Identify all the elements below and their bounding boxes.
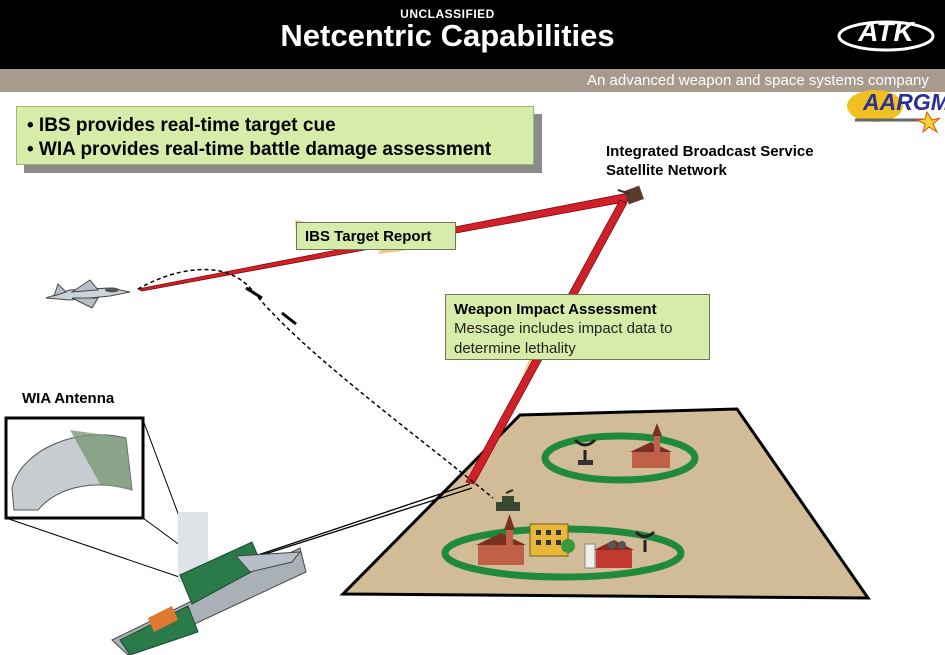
ibs-target-report-label: IBS Target Report xyxy=(296,222,456,250)
radar-site-upper xyxy=(573,438,597,465)
target-vehicle xyxy=(496,489,520,511)
atk-logo-text: ATK xyxy=(858,16,914,47)
aargm-logo: AARGM xyxy=(845,88,945,138)
wia-message-title: Weapon Impact Assessment xyxy=(454,301,657,318)
slide-title: Netcentric Capabilities xyxy=(280,18,615,53)
wia-message-line1: Message includes impact data to xyxy=(454,320,673,337)
satellite-label: Integrated Broadcast Service Satellite N… xyxy=(606,142,814,180)
wia-antenna-label: WIA Antenna xyxy=(22,390,115,407)
wia-message-line2: determine lethality xyxy=(454,340,576,357)
classification-label: UNCLASSIFIED xyxy=(400,7,495,21)
tree xyxy=(561,539,575,553)
satellite-icon xyxy=(617,185,644,205)
company-tagline: An advanced weapon and space systems com… xyxy=(587,72,929,89)
wia-message-callout: Weapon Impact Assessment Message include… xyxy=(445,294,710,360)
missile-closeup xyxy=(111,512,307,655)
header-bar: UNCLASSIFIED Netcentric Capabilities ATK xyxy=(0,0,945,69)
missile-2 xyxy=(281,311,297,326)
bullet-ibs: • IBS provides real-time target cue xyxy=(27,115,336,136)
radar-site-lower xyxy=(634,530,656,552)
office-building xyxy=(529,523,569,557)
bullet-wia: • WIA provides real-time battle damage a… xyxy=(27,139,492,160)
church-lower xyxy=(476,514,526,565)
atk-logo: ATK xyxy=(836,10,936,56)
aargm-logo-text: AARGM xyxy=(863,89,945,115)
satellite-label-line2: Satellite Network xyxy=(606,162,727,179)
church-upper xyxy=(630,423,672,468)
farm-barn xyxy=(584,540,634,569)
satellite-label-line1: Integrated Broadcast Service xyxy=(606,143,814,160)
bullets-callout: • IBS provides real-time target cue • WI… xyxy=(16,106,534,165)
tagline-bar: An advanced weapon and space systems com… xyxy=(0,69,945,92)
weapon-trajectory xyxy=(137,268,494,499)
fighter-jet-icon xyxy=(45,279,131,309)
missile-1 xyxy=(245,286,263,300)
target-zone-upper xyxy=(541,432,699,484)
